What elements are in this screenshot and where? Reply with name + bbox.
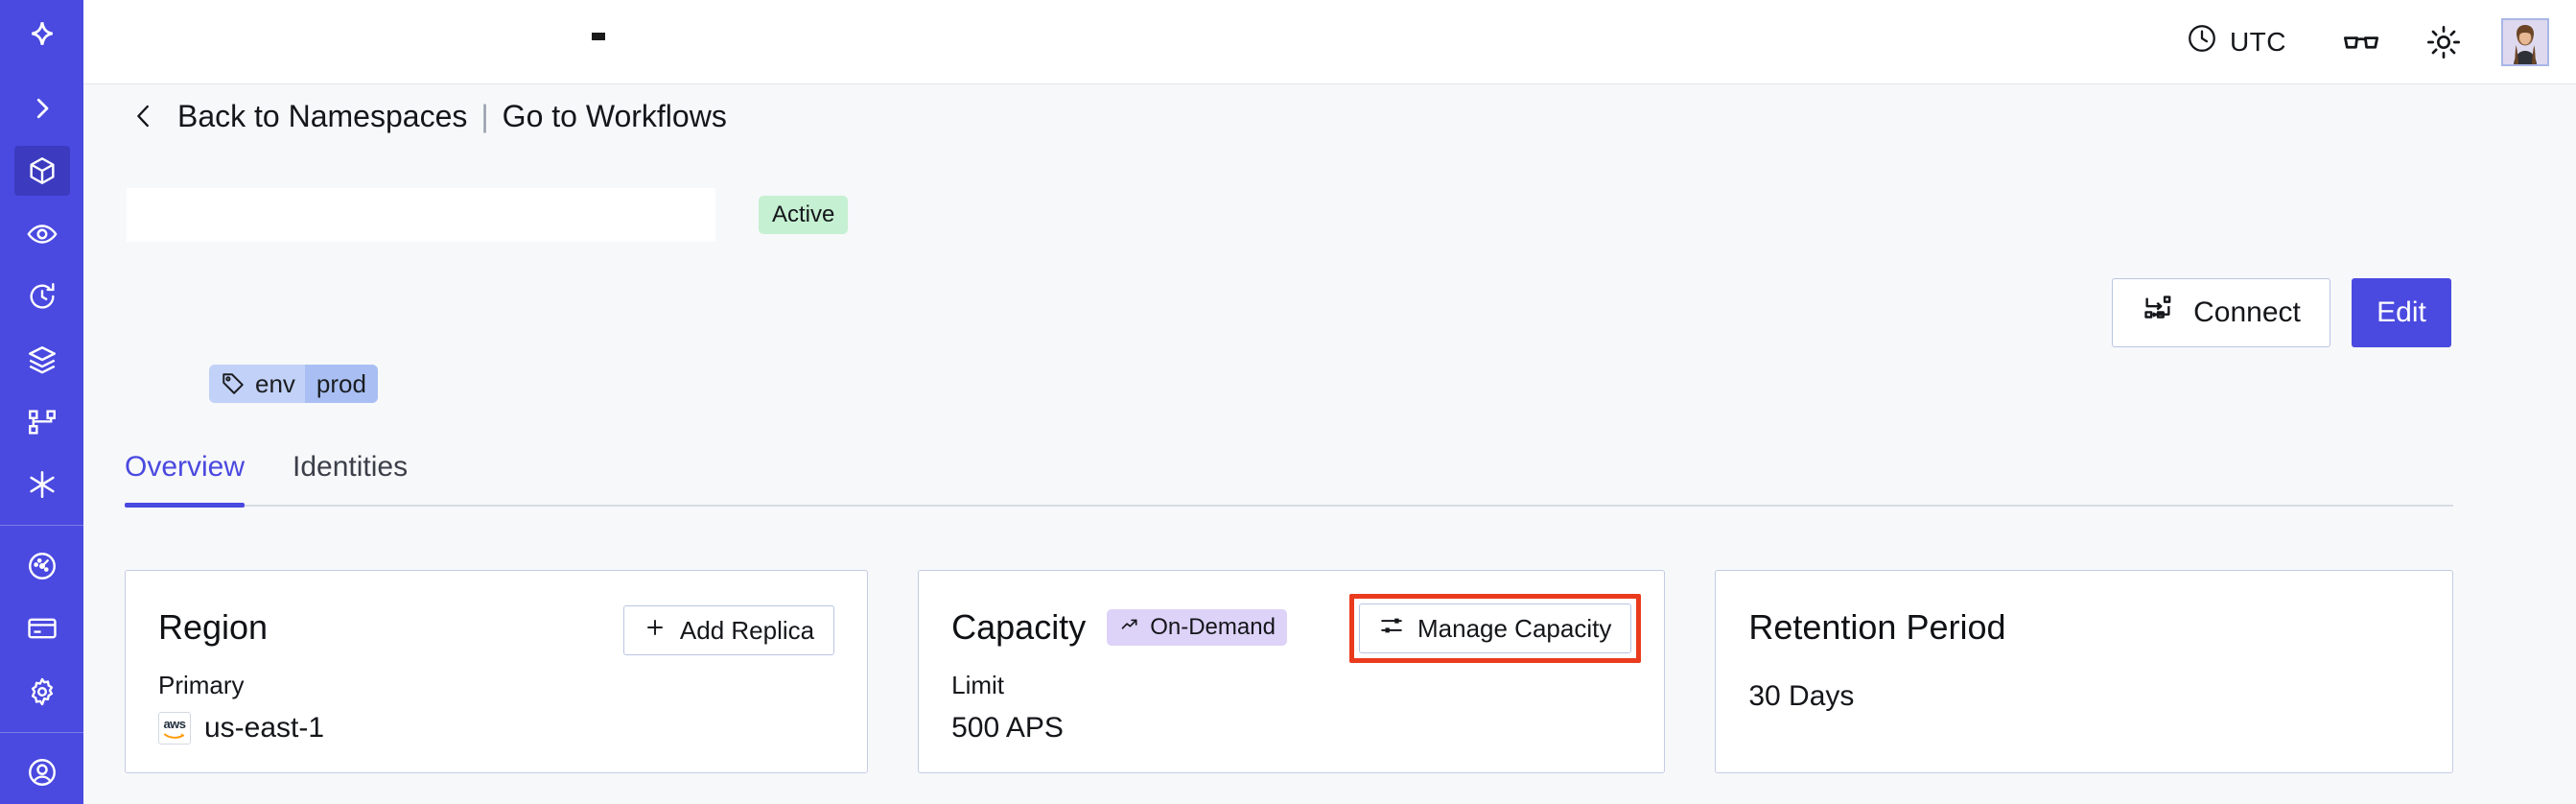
sidebar-item-schedules[interactable] — [0, 265, 83, 327]
trend-up-icon — [1118, 614, 1141, 641]
manage-capacity-highlight: Manage Capacity — [1348, 594, 1642, 663]
edit-label: Edit — [2377, 296, 2426, 328]
plus-icon — [644, 616, 667, 646]
capacity-mode-label: On-Demand — [1150, 614, 1276, 641]
tab-identities-label: Identities — [293, 451, 409, 483]
edit-button[interactable]: Edit — [2352, 278, 2451, 347]
primary-sidebar — [0, 0, 83, 804]
breadcrumb-workflows-link[interactable]: Go to Workflows — [502, 98, 727, 133]
chevron-left-icon[interactable] — [129, 98, 158, 134]
region-card-title: Region — [158, 607, 269, 647]
connect-label: Connect — [2193, 296, 2301, 328]
manage-capacity-button[interactable]: Manage Capacity — [1358, 603, 1632, 653]
star-logo-icon — [14, 13, 70, 63]
sidebar-item-settings[interactable] — [0, 660, 83, 722]
sidebar-divider-2 — [0, 731, 83, 733]
tab-strip: Overview Identities — [125, 451, 2453, 508]
sidebar-item-expand[interactable] — [0, 77, 83, 139]
breadcrumb-back-link[interactable]: Back to Namespaces — [177, 98, 468, 133]
tag-value: prod — [304, 365, 378, 403]
eye-icon — [14, 209, 70, 259]
clock-rewind-icon — [14, 272, 70, 321]
aws-wordmark: aws — [163, 717, 186, 731]
user-circle-icon — [14, 747, 70, 797]
sidebar-item-observability[interactable] — [0, 202, 83, 265]
tab-overview-label: Overview — [125, 451, 246, 483]
avatar[interactable] — [2501, 17, 2549, 66]
sidebar-item-integrations[interactable] — [0, 454, 83, 516]
gauge-icon — [14, 541, 70, 591]
capacity-mode-badge: On-Demand — [1107, 609, 1287, 646]
chevron-right-icon — [14, 83, 70, 133]
glasses-icon[interactable] — [2336, 17, 2386, 67]
region-value-row: aws us-east-1 — [158, 712, 834, 745]
clock-icon — [2186, 22, 2218, 61]
add-replica-button[interactable]: Add Replica — [622, 605, 835, 655]
sidebar-item-namespaces[interactable] — [0, 139, 83, 201]
sidebar-item-account[interactable] — [0, 742, 83, 804]
header-actions: Connect Edit — [2112, 278, 2451, 347]
region-card-head: Region — [158, 605, 834, 650]
layers-icon — [14, 335, 70, 385]
region-card-action: Add Replica — [622, 605, 835, 655]
title-glyph-remnant — [592, 33, 605, 40]
breadcrumb-divider: | — [480, 98, 489, 133]
tag-key: env — [255, 368, 295, 398]
region-card: Region Primary aws us-east-1 — [125, 570, 869, 773]
namespace-tag[interactable]: env prod — [209, 365, 378, 403]
page-title — [127, 188, 715, 242]
aws-icon: aws — [158, 712, 191, 745]
tab-underline — [125, 505, 2453, 507]
sliders-icon — [1379, 613, 1404, 645]
capacity-limit-label: Limit — [951, 671, 1005, 699]
retention-card-title: Retention Period — [1748, 607, 2006, 647]
breadcrumb: Back to Namespaces | Go to Workflows — [129, 98, 727, 134]
timezone-selector[interactable]: UTC — [2186, 22, 2286, 61]
git-branch-icon — [14, 397, 70, 447]
status-badge: Active — [759, 196, 849, 234]
add-replica-label: Add Replica — [679, 615, 815, 645]
tag-list: env prod — [209, 365, 378, 403]
asterisk-icon — [14, 460, 70, 509]
sidebar-item-billing[interactable] — [0, 598, 83, 660]
capacity-card-head: Capacity On-Demand — [951, 605, 1631, 650]
sun-icon[interactable] — [2419, 17, 2469, 67]
top-bar: UTC — [83, 0, 2576, 84]
retention-value: 30 Days — [1748, 680, 1855, 712]
credit-card-icon — [14, 603, 70, 653]
capacity-card-title: Capacity — [951, 607, 1087, 647]
capacity-limit-value: 500 APS — [951, 712, 1064, 744]
sidebar-item-logo[interactable] — [0, 0, 83, 77]
tab-bar: Overview Identities — [125, 451, 2453, 508]
overview-cards: Region Primary aws us-east-1 — [125, 570, 2454, 773]
manage-capacity-label: Manage Capacity — [1417, 613, 1612, 643]
connect-icon — [2142, 293, 2174, 333]
capacity-card: Capacity On-Demand Limit 500 APS — [918, 570, 1666, 773]
gear-icon — [14, 667, 70, 717]
retention-card: Retention Period 30 Days — [1715, 570, 2454, 773]
cube-icon — [13, 146, 70, 197]
sidebar-item-workflows[interactable] — [0, 390, 83, 453]
tab-overview[interactable]: Overview — [125, 451, 246, 508]
region-value: us-east-1 — [204, 712, 325, 744]
sidebar-item-usage[interactable] — [0, 534, 83, 597]
connect-button[interactable]: Connect — [2112, 278, 2330, 347]
timezone-label: UTC — [2229, 26, 2286, 57]
retention-card-head: Retention Period — [1748, 605, 2420, 650]
tab-identities[interactable]: Identities — [293, 451, 408, 505]
region-primary-label: Primary — [158, 671, 245, 699]
namespace-title-row: Active — [127, 188, 2428, 242]
sidebar-divider-1 — [0, 525, 83, 527]
sidebar-item-layers[interactable] — [0, 328, 83, 390]
tag-icon — [221, 371, 246, 396]
